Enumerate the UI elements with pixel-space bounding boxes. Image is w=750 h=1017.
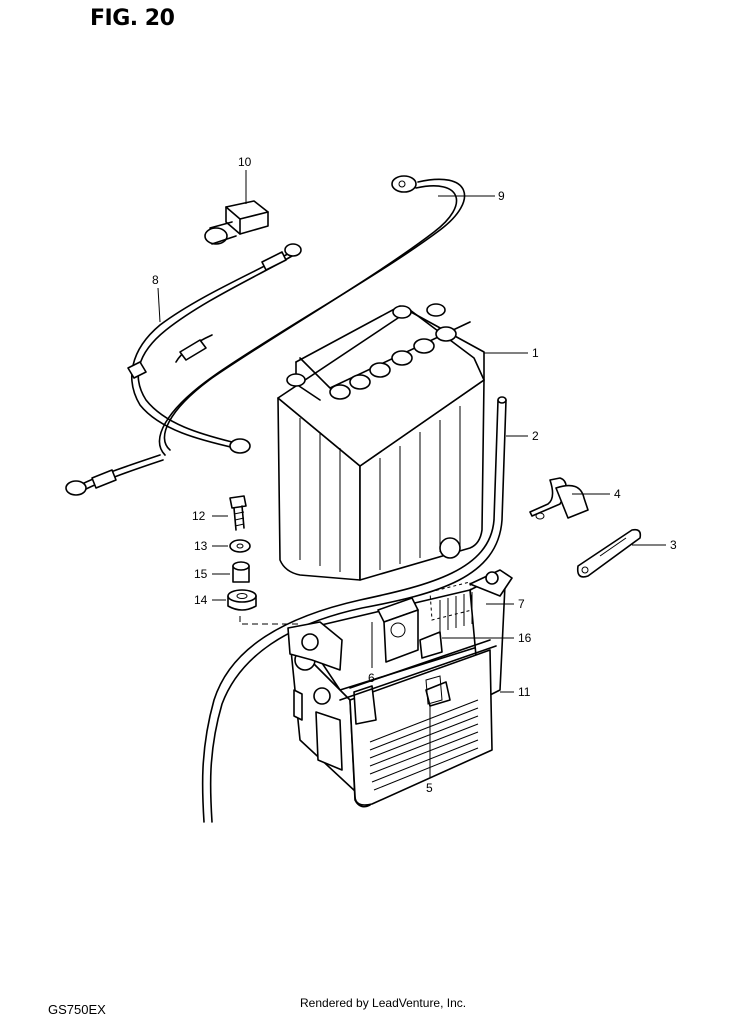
callout-5: 5 (426, 781, 433, 795)
part-10-terminal-boot[interactable] (204, 200, 269, 245)
part-9-battery-cable[interactable] (158, 175, 466, 456)
callout-10: 10 (238, 155, 252, 169)
part-12-bolt[interactable] (229, 495, 247, 531)
part-14-cushion[interactable] (227, 589, 257, 611)
part-16-rubber[interactable] (419, 631, 443, 659)
callout-1: 1 (532, 346, 539, 360)
callout-8: 8 (152, 273, 159, 287)
callout-3: 3 (670, 538, 677, 552)
battery-vent-caps (329, 326, 457, 400)
part-6-pad[interactable] (377, 597, 419, 663)
part-3-strap[interactable] (576, 528, 642, 578)
part-5-plate[interactable] (425, 675, 443, 705)
callout-13: 13 (194, 539, 208, 553)
callout-9: 9 (498, 189, 505, 203)
callout-2: 2 (532, 429, 539, 443)
callout-11: 11 (518, 685, 531, 699)
part-15-collar[interactable] (232, 561, 250, 583)
part-4-clamp[interactable] (529, 477, 589, 520)
callout-12: 12 (192, 509, 206, 523)
figure-title: FIG. 20 (90, 6, 175, 31)
callout-14: 14 (194, 593, 208, 607)
callout-7: 7 (518, 597, 525, 611)
part-13-washer[interactable] (229, 539, 251, 553)
part-8-lead-wire[interactable] (65, 243, 302, 496)
part-1-battery[interactable] (277, 303, 485, 581)
callout-15: 15 (194, 567, 208, 581)
callout-6: 6 (368, 671, 375, 685)
callout-16: 16 (518, 631, 532, 645)
leader-lines (157, 170, 666, 778)
callout-4: 4 (614, 487, 621, 501)
model-code: GS750EX (48, 1002, 106, 1017)
render-credit: Rendered by LeadVenture, Inc. (300, 996, 467, 1010)
callout-labels: 10 9 8 1 2 4 3 12 13 15 14 7 16 6 11 5 (152, 155, 677, 795)
